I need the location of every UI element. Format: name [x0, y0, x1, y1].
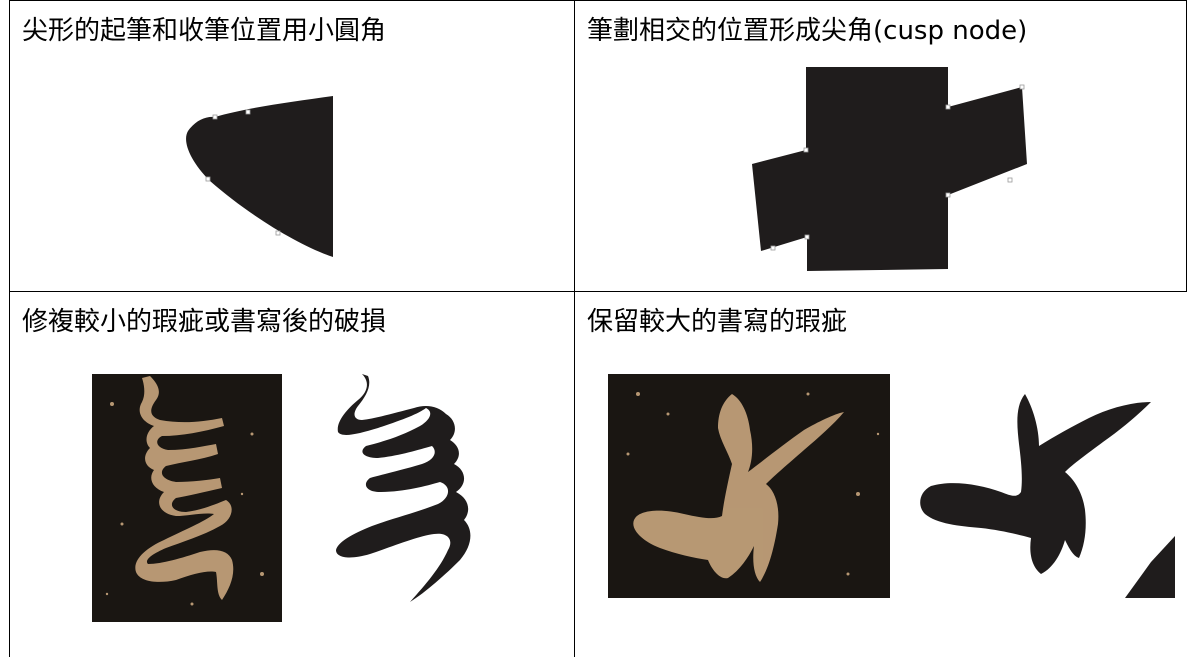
cusp-node-figure	[752, 67, 1027, 271]
rubbing-speck	[260, 572, 264, 576]
vector-trace-right	[336, 374, 471, 602]
rubbing-speck	[846, 572, 850, 576]
rubbing-speck	[666, 412, 670, 416]
rounded-stroke-tip-figure	[186, 96, 333, 257]
table-border-top	[9, 0, 1187, 1]
rubbing-background	[92, 374, 282, 622]
cusp-node-handle	[770, 245, 776, 251]
cell-title: 筆劃相交的位置形成尖角(cusp node)	[587, 16, 1028, 46]
rubbing-photo-left	[608, 374, 890, 598]
cell-title: 修複較小的瑕疵或書寫後的破損	[22, 307, 387, 337]
cell-title: 尖形的起筆和收筆位置用小圓角	[22, 16, 387, 46]
cell-title: 保留較大的書寫的瑕疵	[587, 307, 848, 337]
bezier-node-handle	[212, 114, 218, 120]
vector-stroke-main	[920, 394, 1151, 574]
rubbing-photo-left	[92, 374, 282, 622]
comparison-table: 尖形的起筆和收筆位置用小圓角 筆劃相交的位置形成尖角(cusp node) 修複…	[9, 0, 1187, 657]
vector-stroke-fragment	[1125, 536, 1175, 598]
table-border-right	[1186, 0, 1187, 292]
cusp-node-handle	[804, 234, 810, 240]
table-border-left	[9, 0, 10, 657]
intersecting-strokes-shape	[752, 67, 1027, 271]
cusp-node-handle	[1019, 84, 1025, 90]
cell-cusp-nodes: 筆劃相交的位置形成尖角(cusp node)	[575, 1, 1186, 291]
cusp-node-handle	[803, 147, 809, 153]
table-divider-horizontal	[9, 291, 1187, 292]
rubbing-speck	[240, 492, 244, 496]
rubbing-speck	[105, 592, 109, 596]
cusp-node-handle	[945, 192, 951, 198]
stroke-tip-shape	[186, 96, 333, 257]
rubbing-speck	[120, 522, 124, 526]
cell-keep-large-flaws: 保留較大的書寫的瑕疵	[575, 292, 1187, 657]
rubbing-speck	[110, 402, 114, 406]
rubbing-stroke	[135, 376, 234, 600]
vector-trace-right	[920, 394, 1175, 598]
bezier-node-handle	[205, 176, 211, 182]
cusp-node-handle	[1007, 177, 1013, 183]
rubbing-stroke	[633, 394, 844, 582]
vector-stroke	[336, 374, 471, 602]
bezier-node-handle	[245, 109, 251, 115]
rubbing-speck	[190, 602, 194, 606]
rubbing-speck	[250, 432, 254, 436]
table-divider-vertical	[574, 0, 575, 657]
rubbing-speck	[856, 492, 860, 496]
bezier-node-handle	[275, 230, 281, 236]
cell-repair-small-flaws: 修複較小的瑕疵或書寫後的破損	[10, 292, 574, 657]
cusp-node-handle	[945, 104, 951, 110]
cell-rounded-stroke-ends: 尖形的起筆和收筆位置用小圓角	[10, 1, 574, 291]
rubbing-speck	[636, 392, 640, 396]
rubbing-speck	[626, 452, 630, 456]
rubbing-speck	[806, 392, 810, 396]
rubbing-speck	[876, 432, 880, 436]
